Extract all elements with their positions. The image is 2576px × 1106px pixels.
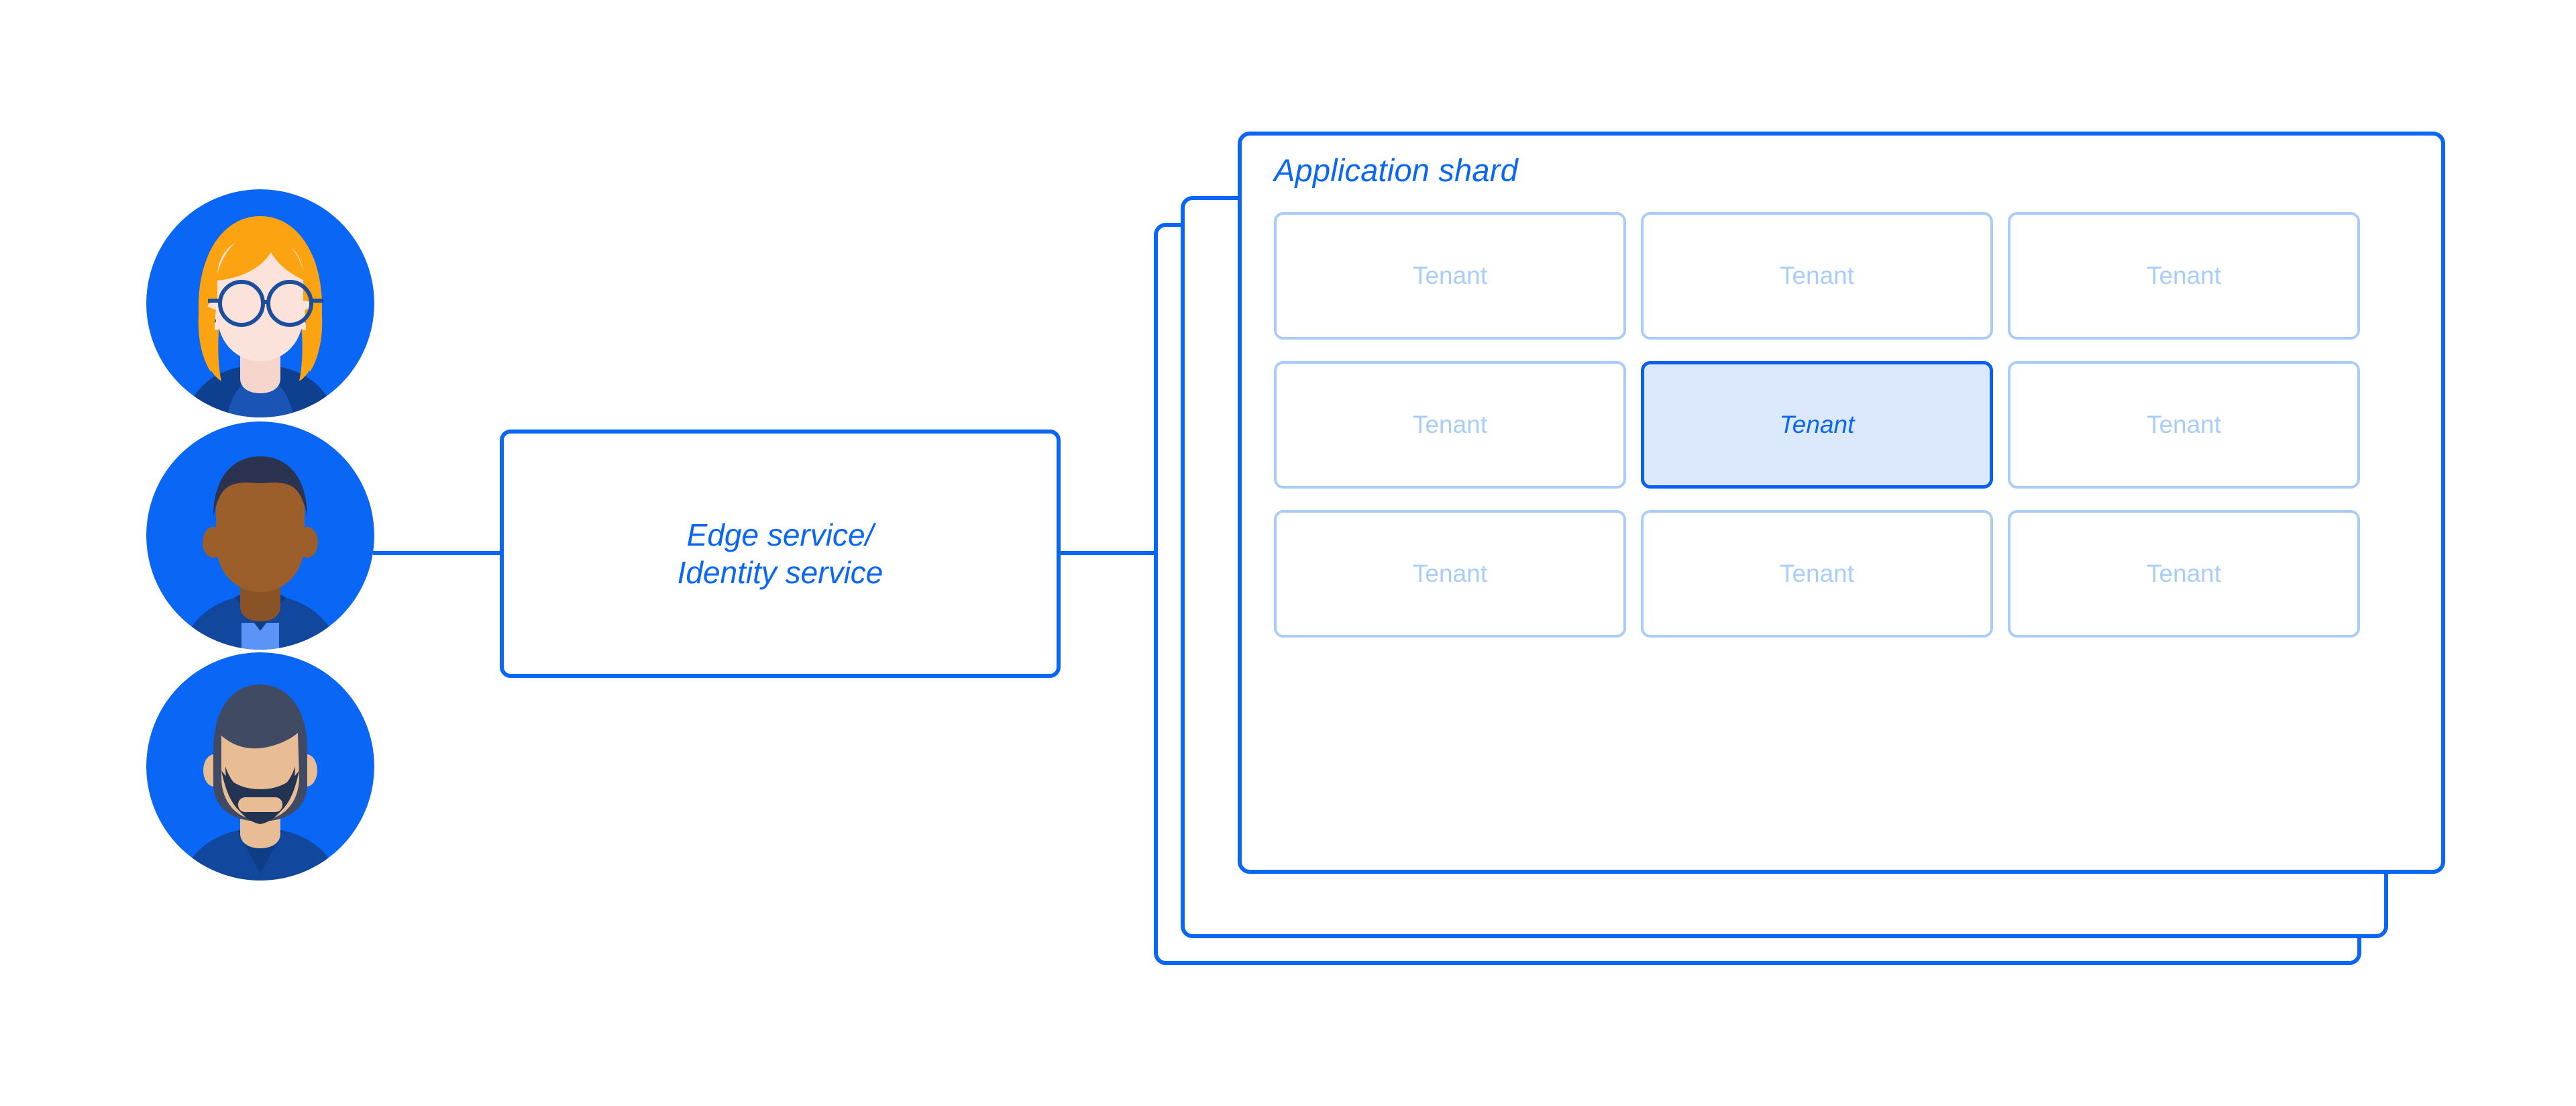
edge-service-label: Edge service/ Identity service [677,517,883,590]
connector-users-to-edge [373,551,502,555]
tenant-label: Tenant [1779,560,1855,587]
avatar-2-art [146,421,374,650]
tenant-cell-7[interactable]: Tenant [1274,510,1626,638]
application-shard-title: Application shard [1274,152,1518,188]
avatar-1-art [146,189,374,417]
avatar-3-art [146,652,374,881]
tenant-label: Tenant [1412,411,1488,438]
tenant-cell-5-active[interactable]: Tenant [1641,361,1993,489]
tenant-label: Tenant [1412,560,1488,587]
tenant-label: Tenant [1779,411,1855,438]
tenant-label: Tenant [2146,262,2222,289]
user-avatar-woman-glasses [146,189,374,417]
tenant-cell-1[interactable]: Tenant [1274,212,1626,340]
tenant-cell-9[interactable]: Tenant [2008,510,2360,638]
tenant-label: Tenant [2146,560,2222,587]
edge-service-box[interactable]: Edge service/ Identity service [500,430,1061,678]
application-shard-card-front[interactable]: Application shard Tenant Tenant Tenant T… [1238,132,2445,874]
tenant-cell-6[interactable]: Tenant [2008,361,2360,489]
tenant-grid: Tenant Tenant Tenant Tenant Tenant Tenan… [1274,212,2361,638]
user-avatar-man-beard [146,652,374,881]
tenant-cell-4[interactable]: Tenant [1274,361,1626,489]
tenant-label: Tenant [1412,262,1488,289]
tenant-label: Tenant [2146,411,2222,438]
tenant-cell-3[interactable]: Tenant [2008,212,2360,340]
connector-edge-to-shard [1059,551,1158,555]
tenant-label: Tenant [1779,262,1855,289]
user-avatar-man-short-hair [146,421,374,650]
tenant-cell-2[interactable]: Tenant [1641,212,1993,340]
tenant-cell-8[interactable]: Tenant [1641,510,1993,638]
